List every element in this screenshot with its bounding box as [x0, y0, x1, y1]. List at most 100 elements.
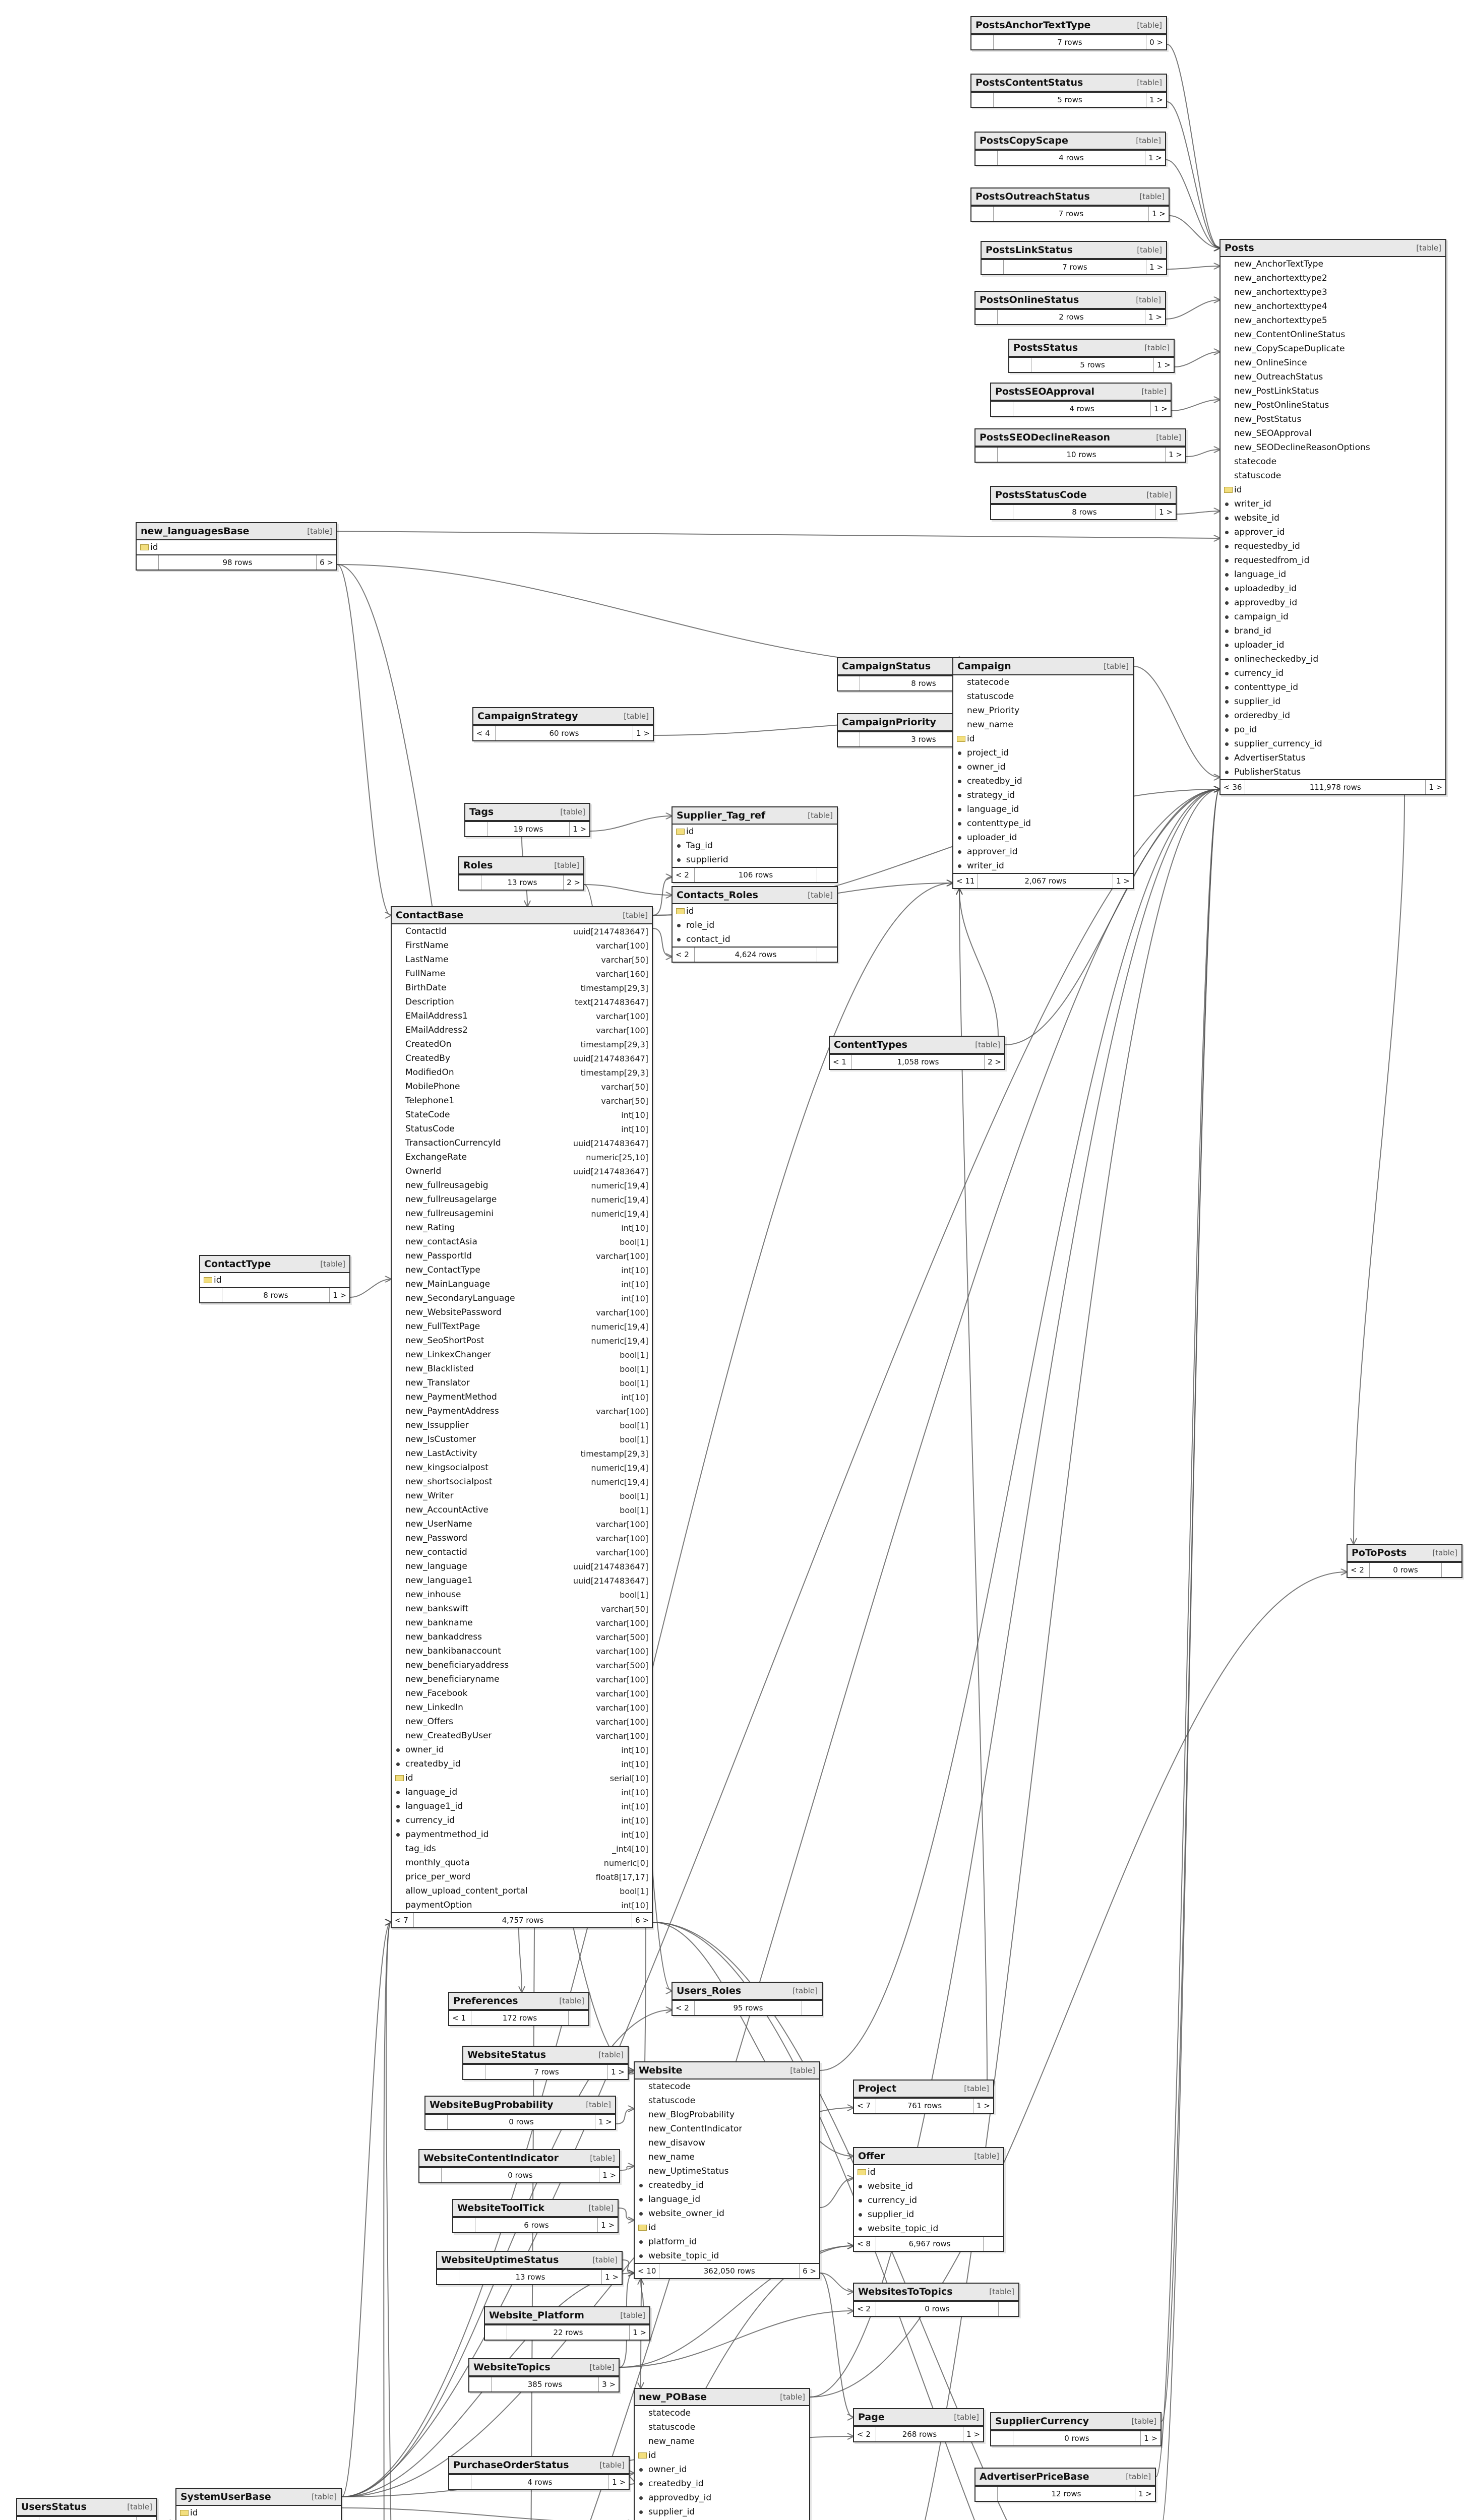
children-count: 1 > — [963, 2427, 983, 2441]
column-name: id — [648, 2450, 656, 2461]
column-name: new_AccountActive — [405, 1505, 489, 1515]
table-SystemUserBase[interactable]: SystemUserBase[table]idstatus< 1154 rows… — [175, 2488, 342, 2520]
column-row: new_disavow — [635, 2136, 819, 2150]
foreign-key-icon — [957, 808, 967, 811]
column-name: id — [190, 2508, 198, 2518]
column-type: varchar[500] — [596, 1632, 648, 1642]
table-type-tag: [table] — [1126, 2472, 1151, 2481]
column-row: language_id — [1221, 568, 1445, 582]
column-name: new_beneficiaryaddress — [405, 1660, 509, 1670]
table-title: ContentTypes — [834, 1039, 907, 1050]
children-count: 1 > — [1135, 2487, 1155, 2501]
table-type-tag: [table] — [559, 1996, 584, 2005]
column-type: int[10] — [621, 1830, 648, 1840]
row-count: 172 rows — [502, 2013, 537, 2023]
foreign-key-icon — [638, 2184, 648, 2187]
foreign-key-icon — [858, 2199, 868, 2202]
parents-count — [991, 402, 1013, 416]
relationship-line — [1171, 400, 1219, 411]
table-type-tag: [table] — [1156, 433, 1181, 442]
table-title: PostsSEOApproval — [995, 386, 1095, 397]
column-type: numeric[19,4] — [591, 1477, 648, 1487]
relationship-line — [959, 889, 988, 2080]
column-name: allow_upload_content_portal — [405, 1886, 528, 1896]
column-type: uuid[2147483647] — [573, 1053, 648, 1063]
column-name: new_name — [648, 2152, 695, 2162]
column-name: new_OutreachStatus — [1234, 372, 1323, 382]
row-count: 12 rows — [1051, 2489, 1081, 2498]
children-count: 1 > — [607, 2065, 628, 2079]
children-count: 1 > — [633, 726, 653, 740]
children-count — [568, 2011, 588, 2025]
column-name: new_SecondaryLanguage — [405, 1293, 515, 1303]
table-title: PoToPosts — [1352, 1547, 1407, 1558]
table-type-tag: [table] — [808, 811, 833, 820]
foreign-key-icon — [957, 850, 967, 854]
relationship-line — [1162, 789, 1219, 2520]
column-type: uuid[2147483647] — [573, 1576, 648, 1586]
row-count: 111,978 rows — [1309, 783, 1361, 792]
children-count: 1 > — [1148, 207, 1169, 221]
table-header: Campaign[table] — [953, 658, 1133, 675]
column-name: new_PaymentAddress — [405, 1406, 499, 1416]
column-row: orderedby_id — [1221, 709, 1445, 723]
column-row: supplier_id — [1221, 695, 1445, 709]
table-type-tag: [table] — [954, 2413, 979, 2422]
column-name: PublisherStatus — [1234, 767, 1301, 777]
column-type: uuid[2147483647] — [573, 1561, 648, 1571]
relationship-line — [1354, 795, 1405, 1544]
children-count: 1 > — [1153, 358, 1174, 372]
column-name: new_fullreusagelarge — [405, 1194, 497, 1205]
